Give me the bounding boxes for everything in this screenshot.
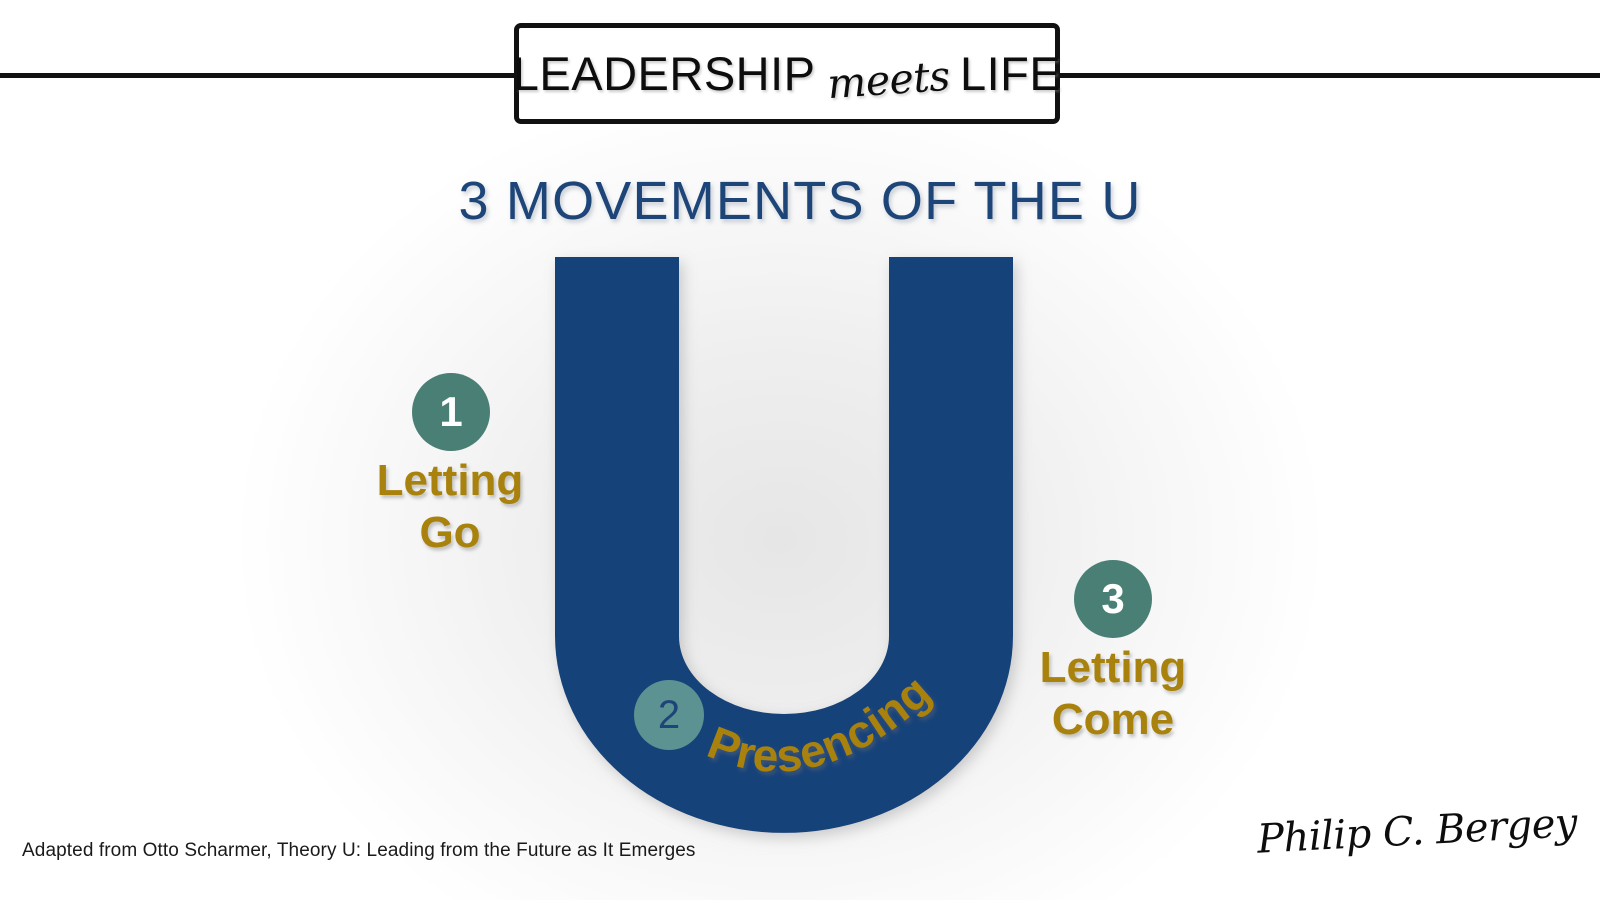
step-1-number: 1	[439, 388, 463, 435]
page-title: 3 MOVEMENTS OF THE U	[458, 171, 1142, 231]
brand-word-leadership: LEADERSHIP	[512, 47, 816, 100]
step-1-label: Letting Go	[376, 456, 524, 557]
step-3-badge[interactable]: 3	[1074, 560, 1152, 638]
u-shape-path	[555, 257, 1013, 833]
brand-word-life: LIFE	[959, 47, 1062, 100]
author-signature: Philip C. Bergey	[1255, 800, 1578, 863]
step-3-label: Letting Come	[1039, 643, 1187, 744]
source-attribution: Adapted from Otto Scharmer, Theory U: Le…	[22, 840, 696, 861]
step-3-number: 3	[1101, 575, 1125, 622]
brand-logo-box: LEADERSHIP meets LIFE	[512, 23, 1062, 124]
step-2-badge[interactable]: 2	[634, 680, 704, 750]
brand-word-meets: meets	[825, 51, 951, 109]
step-2-curved-label: Presencing	[701, 664, 941, 782]
brand-logo-text: LEADERSHIP meets LIFE	[512, 46, 1062, 108]
step-2-number: 2	[657, 692, 681, 737]
step-1-badge[interactable]: 1	[412, 373, 490, 451]
